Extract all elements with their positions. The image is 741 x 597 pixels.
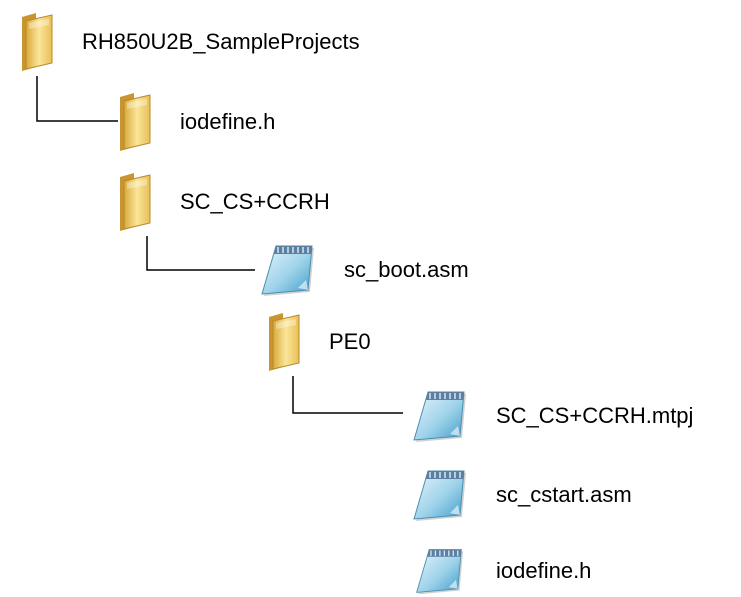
folder-icon bbox=[16, 11, 58, 73]
tree-node-sc-boot-file[interactable]: sc_boot.asm bbox=[258, 242, 469, 298]
sc-cs-ccrh-folder-label: SC_CS+CCRH bbox=[180, 189, 330, 214]
connector-pe0-to-mtpj bbox=[292, 376, 403, 414]
root-folder-label: RH850U2B_SampleProjects bbox=[82, 29, 360, 54]
sc-cstart-file-label: sc_cstart.asm bbox=[496, 482, 632, 507]
tree-node-sc-cs-ccrh-folder[interactable]: SC_CS+CCRH bbox=[114, 171, 330, 233]
tree-node-iodefine-folder[interactable]: iodefine.h bbox=[114, 91, 275, 153]
notepad-file-icon bbox=[258, 242, 316, 298]
tree-node-iodefine-file[interactable]: iodefine.h bbox=[410, 546, 591, 596]
iodefine-folder-label: iodefine.h bbox=[180, 109, 276, 134]
folder-icon bbox=[263, 311, 305, 373]
notepad-file-icon bbox=[410, 467, 468, 523]
tree-node-mtpj-file[interactable]: SC_CS+CCRH.mtpj bbox=[410, 388, 693, 444]
folder-icon bbox=[114, 91, 156, 153]
tree-node-pe0-folder[interactable]: PE0 bbox=[263, 311, 371, 373]
mtpj-file-label: SC_CS+CCRH.mtpj bbox=[496, 403, 694, 428]
folder-icon bbox=[114, 171, 156, 233]
pe0-folder-label: PE0 bbox=[329, 329, 371, 354]
tree-node-root-folder[interactable]: RH850U2B_SampleProjects bbox=[16, 11, 360, 73]
connector-root-to-iodefine-folder bbox=[36, 76, 118, 122]
iodefine-file-label: iodefine.h bbox=[496, 558, 592, 583]
notepad-file-icon bbox=[410, 388, 468, 444]
connector-sccs-to-sc-boot bbox=[146, 236, 255, 271]
tree-node-sc-cstart-file[interactable]: sc_cstart.asm bbox=[410, 467, 632, 523]
notepad-file-icon bbox=[410, 546, 468, 596]
sc-boot-file-label: sc_boot.asm bbox=[344, 257, 469, 282]
